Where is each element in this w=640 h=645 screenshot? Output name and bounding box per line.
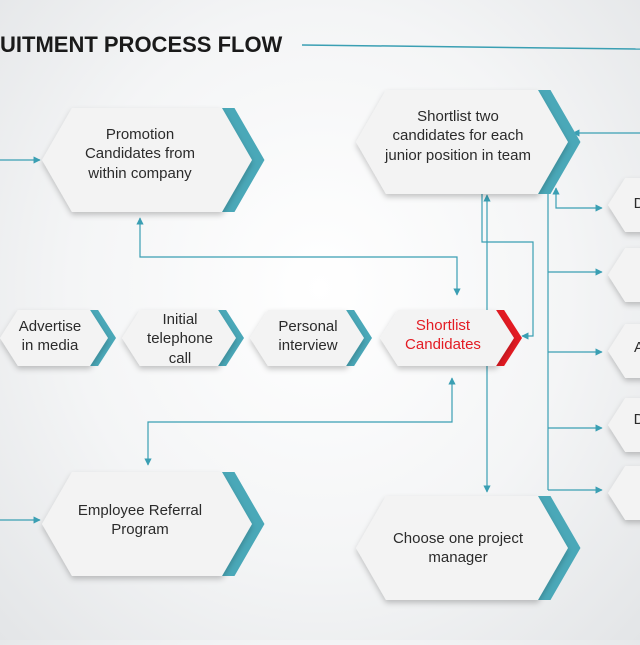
node-shortlist-candidates xyxy=(380,310,522,366)
connector-shortlisttwo-candidates xyxy=(481,190,534,340)
nodes xyxy=(0,90,640,600)
connector-promotion-shortlist xyxy=(136,217,461,296)
node-personal xyxy=(250,310,372,366)
node-shortlist-two-body xyxy=(356,90,568,194)
node-telephone xyxy=(122,310,244,366)
node-promotion xyxy=(42,108,265,212)
node-right-1 xyxy=(608,178,640,232)
node-right-4-body xyxy=(608,398,640,452)
node-advertise-body xyxy=(0,310,108,366)
node-right-4 xyxy=(608,398,640,452)
node-referral xyxy=(42,472,265,576)
node-project-manager-body xyxy=(356,496,568,600)
page-title: UITMENT PROCESS FLOW xyxy=(0,32,283,57)
node-right-2 xyxy=(608,248,640,302)
node-right-5 xyxy=(608,466,640,520)
connector-right-bus-2 xyxy=(552,187,603,212)
node-right-1-body xyxy=(608,178,640,232)
node-referral-body xyxy=(42,472,252,576)
node-advertise xyxy=(0,310,117,366)
node-telephone-body xyxy=(122,310,236,366)
node-right-3-body xyxy=(608,324,640,378)
node-shortlist-candidates-body xyxy=(380,310,514,366)
node-right-3 xyxy=(608,324,640,378)
node-right-5-body xyxy=(608,466,640,520)
node-shortlist-two xyxy=(356,90,581,194)
title-underline xyxy=(301,44,640,50)
node-right-2-body xyxy=(608,248,640,302)
connector-shortlist-referral xyxy=(144,377,456,466)
node-promotion-body xyxy=(42,108,252,212)
node-project-manager xyxy=(356,496,581,600)
node-personal-body xyxy=(250,310,364,366)
